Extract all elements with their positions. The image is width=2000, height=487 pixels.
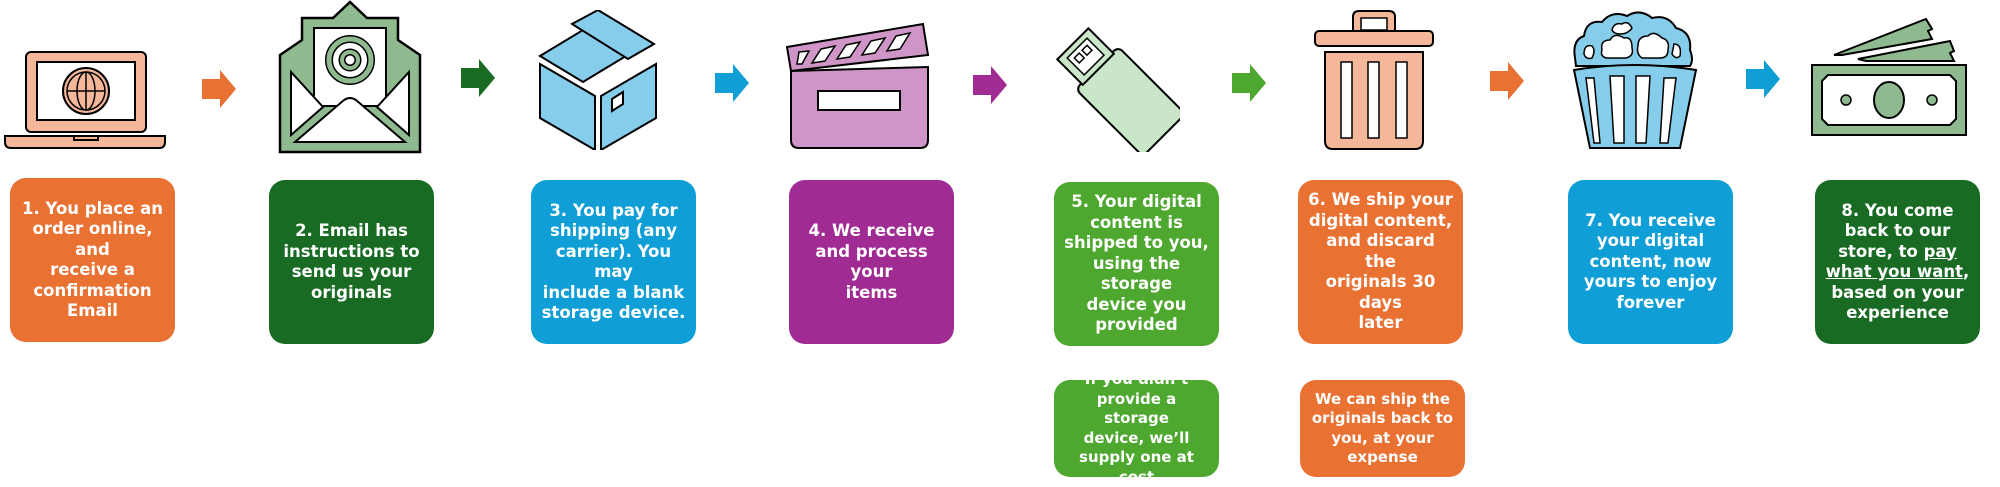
step-4-text: 4. We receive and process your items [808, 221, 935, 302]
arrow-right-icon [1232, 64, 1266, 102]
note-card-storage: If you didn’t provide a storage device, … [1054, 370, 1219, 486]
shipping-box-icon [538, 10, 657, 150]
arrow-right-icon [1746, 60, 1780, 98]
note-card-return: We can ship the originals back to you, a… [1300, 380, 1465, 477]
step-card-2: 2. Email has instructions to send us you… [269, 180, 434, 344]
popcorn-icon [1572, 11, 1698, 149]
usb-drive-icon [1055, 26, 1180, 152]
arrow-right-icon [461, 59, 495, 97]
arrow-right-icon [1490, 62, 1524, 100]
pay-what-you-want-link[interactable]: pay [1923, 241, 1957, 261]
step-8-text: 8. You come back to our store, to pay wh… [1825, 200, 1970, 323]
step-3-text: 3. You pay for shipping (any carrier). Y… [541, 200, 686, 323]
pay-what-you-want-link[interactable]: what you want [1825, 262, 1964, 281]
step-card-7: 7. You receive your digital content, now… [1568, 180, 1733, 344]
step-card-4: 4. We receive and process your items [789, 180, 954, 344]
note-storage-text: If you didn’t provide a storage device, … [1079, 370, 1194, 486]
step-card-1: 1. You place an order online, and receiv… [10, 178, 175, 342]
step-card-8: 8. You come back to our store, to pay wh… [1815, 180, 1980, 344]
step-7-text: 7. You receive your digital content, now… [1583, 210, 1718, 312]
step-6-text: 6. We ship your digital content, and dis… [1308, 190, 1453, 333]
laptop-globe-icon [4, 51, 166, 149]
step-2-text: 2. Email has instructions to send us you… [283, 221, 420, 302]
step-1-text: 1. You place an order online, and receiv… [22, 198, 163, 321]
step-card-5: 5. Your digital content is shipped to yo… [1054, 182, 1219, 346]
step-card-6: 6. We ship your digital content, and dis… [1298, 180, 1463, 344]
email-envelope-icon [278, 0, 422, 154]
step-card-3: 3. You pay for shipping (any carrier). Y… [531, 180, 696, 344]
clapperboard-icon [785, 22, 930, 149]
arrow-right-icon [202, 70, 236, 108]
arrow-right-icon [973, 66, 1007, 104]
step-5-text: 5. Your digital content is shipped to yo… [1064, 192, 1209, 335]
money-bills-icon [1811, 17, 1967, 136]
trash-can-icon [1314, 10, 1434, 150]
arrow-right-icon [715, 64, 749, 102]
note-return-text: We can ship the originals back to you, a… [1311, 389, 1454, 467]
